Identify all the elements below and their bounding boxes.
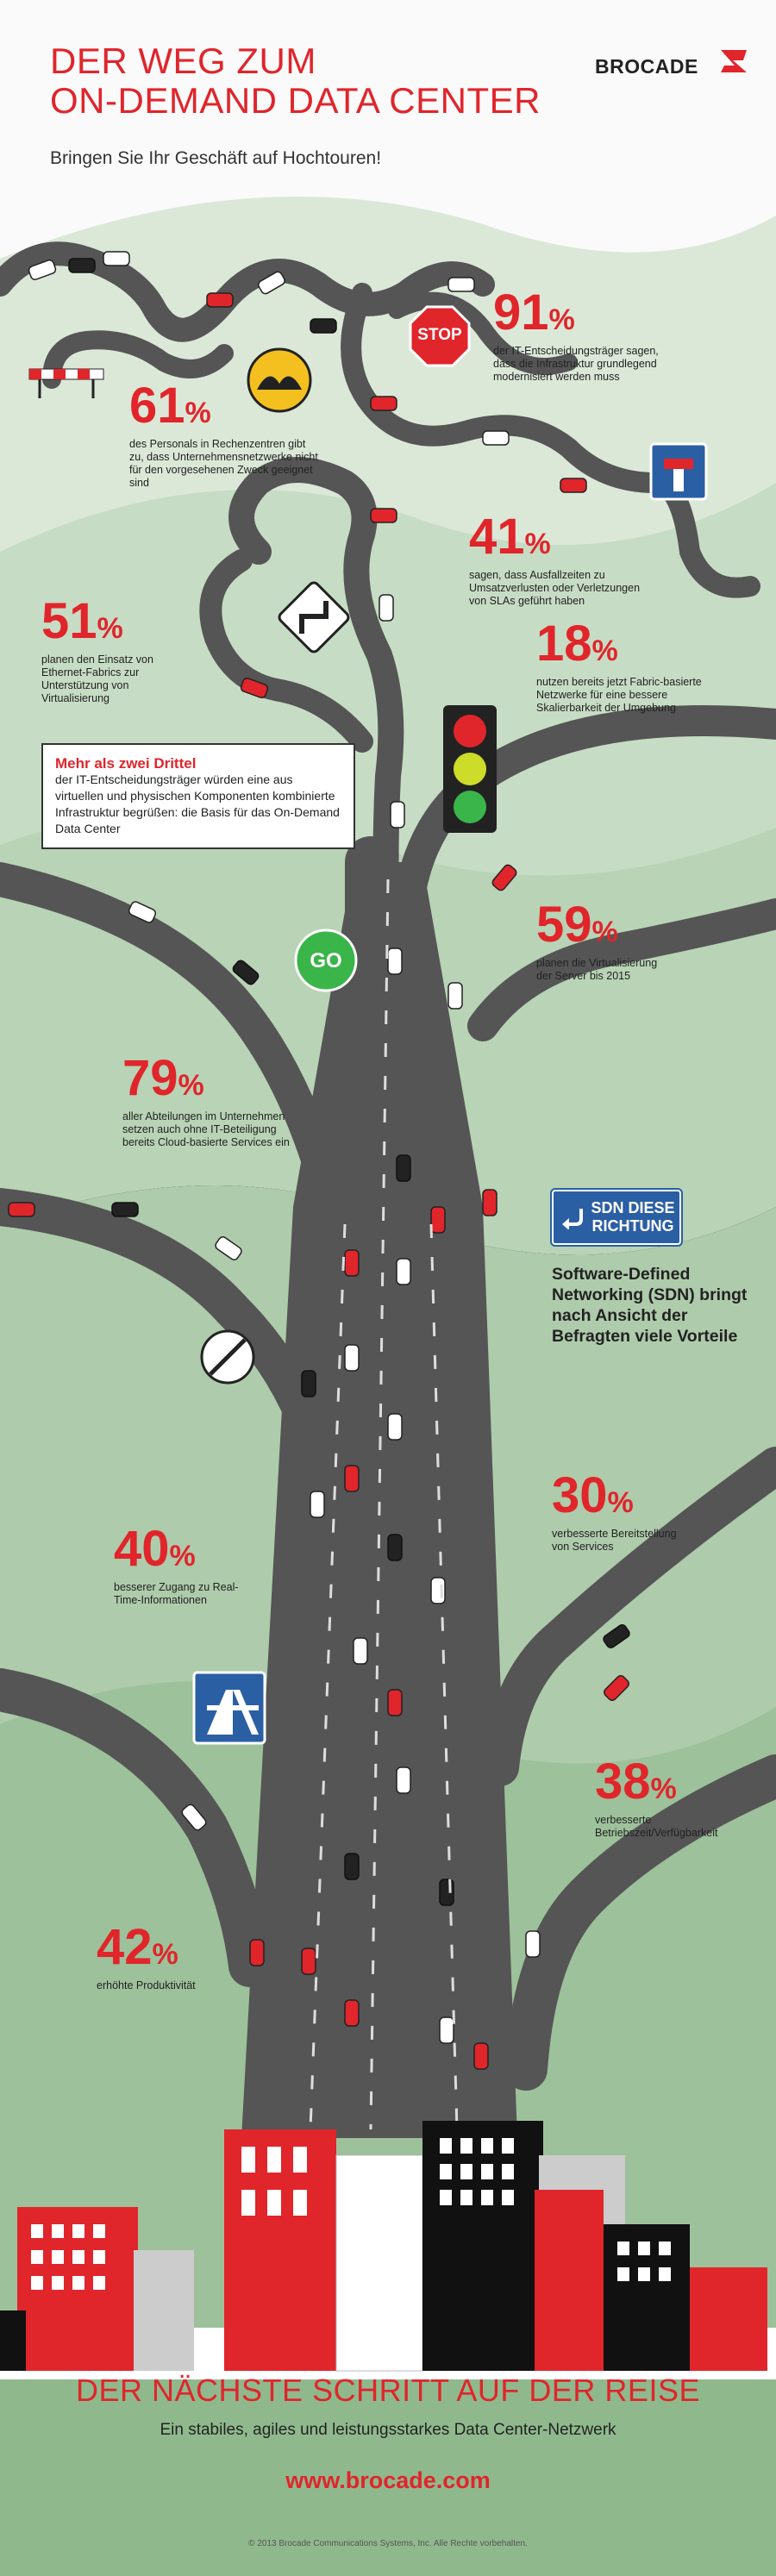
stat-unit: % [169,1540,196,1572]
return-arrow-icon [560,1205,585,1230]
page-title: DER WEG ZUM ON-DEMAND DATA CENTER [50,41,541,121]
stat-unit: % [185,397,211,429]
stop-sign-icon: STOP [409,305,471,367]
stat-41: 41% sagen, dass Ausfallzeiten zu Umsatzv… [469,512,719,608]
stat-79: 79% aller Abteilungen im Unternehmen set… [122,1054,364,1149]
stat-text: nutzen bereits jetzt Fabric-basierte Net… [536,676,702,714]
stat-text: des Personals in Rechenzentren gibt zu, … [129,438,318,489]
stat-value: 59 [536,897,592,953]
go-sign-label: GO [310,949,342,972]
stat-text: planen den Einsatz von Ethernet-Fabrics … [41,653,153,704]
footer-website-link[interactable]: www.brocade.com [285,2467,491,2493]
footer-subtitle: Ein stabiles, agiles und leistungsstarke… [160,2421,616,2439]
callout-box: Mehr als zwei Drittel der IT-Entscheidun… [41,743,355,849]
stat-value: 41 [469,509,525,565]
stat-unit: % [524,528,551,560]
page-subtitle: Bringen Sie Ihr Geschäft auf Hochtouren! [50,148,382,168]
stat-61: 61% des Personals in Rechenzentren gibt … [129,381,379,490]
go-sign-icon: GO [293,928,359,993]
stat-40: 40% besserer Zugang zu Real-Time-Informa… [114,1524,338,1607]
stat-text: erhöhte Produktivität [97,1979,196,1991]
stat-value: 79 [122,1050,178,1106]
brand-logo-text: BROCADE [595,55,698,78]
stat-text: besserer Zugang zu Real-Time-Information… [114,1581,239,1606]
title-line-1: DER WEG ZUM [50,41,316,81]
stat-value: 38 [595,1754,651,1810]
stat-text: verbesserte Betriebszeit/Verfügbarkeit [595,1814,718,1839]
stat-text: aller Abteilungen im Unternehmen setzen … [122,1110,290,1148]
callout-text: der IT-Entscheidungsträger würden eine a… [55,772,340,835]
sdn-statement: Software-Defined Networking (SDN) bringt… [552,1265,748,1346]
sdn-direction-sign: SDN DIESE RICHTUNG [550,1188,683,1247]
stat-value: 40 [114,1521,170,1577]
stat-unit: % [152,1938,178,1971]
stat-value: 51 [41,593,97,649]
stat-unit: % [178,1069,204,1102]
callout-highlight: Mehr als zwei Drittel [55,755,197,772]
stat-30: 30% verbesserte Bereitstellung von Servi… [552,1471,759,1554]
stat-value: 30 [552,1467,608,1523]
stop-sign-label: STOP [417,326,462,344]
sdn-sign-line-1: SDN DIESE [591,1199,675,1216]
stat-51: 51% planen den Einsatz von Ethernet-Fabr… [41,597,257,705]
stat-text: der IT-Entscheidungsträger sagen, dass d… [493,345,659,383]
copyright-notice: © 2013 Brocade Communications Systems, I… [248,2539,528,2548]
stat-value: 18 [536,616,592,672]
stat-unit: % [548,303,575,336]
stat-text: verbesserte Bereitstellung von Services [552,1528,677,1553]
sdn-sign-line-2: RICHTUNG [591,1217,674,1235]
stat-text: planen die Virtualisierung der Server bi… [536,957,658,982]
stat-value: 61 [129,378,185,434]
stat-unit: % [591,635,618,667]
stat-value: 42 [97,1919,153,1975]
footer-title: DER NÄCHSTE SCHRITT AUF DER REISE [76,2373,700,2408]
stat-38: 38% verbesserte Betriebszeit/Verfügbarke… [595,1757,767,1840]
title-line-2: ON-DEMAND DATA CENTER [50,80,541,121]
stat-unit: % [97,612,123,645]
stat-91: 91% der IT-Entscheidungsträger sagen, da… [493,288,743,384]
stat-unit: % [591,916,618,948]
stat-unit: % [650,1773,677,1805]
stat-42: 42% erhöhte Produktivität [97,1923,304,1992]
stat-59: 59% planen die Virtualisierung der Serve… [536,900,760,983]
stat-text: sagen, dass Ausfallzeiten zu Umsatzverlu… [469,569,641,607]
stat-unit: % [607,1486,634,1519]
stat-18: 18% nutzen bereits jetzt Fabric-basierte… [536,619,760,715]
stat-value: 91 [493,284,549,341]
